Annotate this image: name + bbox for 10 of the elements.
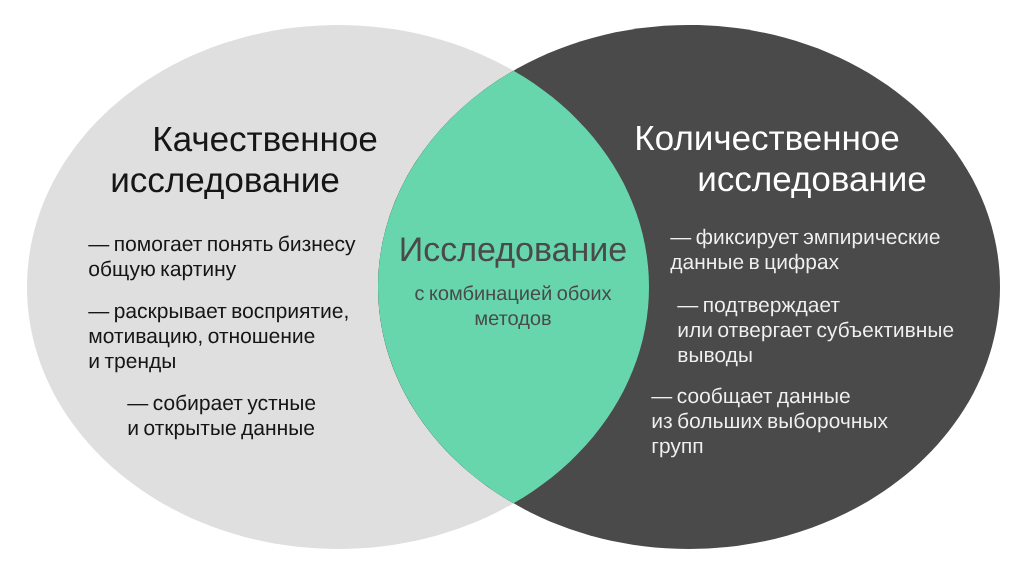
bullet-text: — подтверждает или отвергает субъективные выводы	[677, 300, 954, 367]
bullet-text: — сообщает данные из больших выборочных групп	[651, 387, 888, 458]
circle-heading: Количественное исследование	[637, 125, 926, 198]
circle-heading: Качественное исследование	[112, 126, 377, 199]
overlap-title: Исследование	[401, 237, 626, 268]
bullet-text: — помогает понять бизнесу общую картину	[88, 235, 356, 281]
bullet-text: — собирает устные и открытые данные	[127, 394, 316, 440]
bullet-text: — раскрывает восприятие, мотивацию, отношение и тренды	[88, 306, 348, 373]
bullet-text: — фиксирует эмпирические данные в цифрах	[670, 228, 940, 274]
overlap-subtitle: с комбинацией обоих методов	[415, 285, 612, 329]
